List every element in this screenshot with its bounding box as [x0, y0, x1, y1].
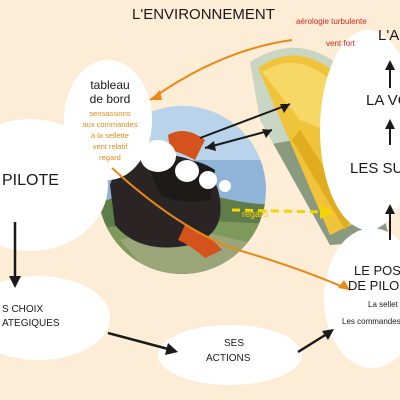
- dashboard-item: à la sellette: [91, 131, 129, 140]
- actions-line-1: SES: [224, 338, 245, 349]
- dashboard-block: tableau de bord sensassions aux commande…: [76, 78, 144, 163]
- position-line-2: DE PILO: [348, 278, 400, 293]
- dashboard-item: aux commandes: [82, 120, 138, 129]
- dashboard-item: sensassions: [89, 109, 131, 118]
- position-line-1: LE POS: [354, 263, 400, 278]
- dashboard-title-1: tableau: [90, 78, 130, 92]
- regard-label: regard: [242, 209, 269, 219]
- pilote-label: PILOTE: [2, 172, 59, 189]
- suspentes-label: LES SUS: [350, 160, 400, 177]
- commandes-label: Les commandes: [342, 317, 400, 326]
- note-vent-fort: vent fort: [326, 39, 355, 48]
- dashboard-item: vent relatif: [92, 142, 128, 151]
- voile-label: LA VO: [366, 92, 400, 109]
- environment-title: L'ENVIRONNEMENT: [132, 6, 275, 23]
- choix-line-1: S CHOIX: [2, 304, 44, 315]
- sellette-label: La sellet: [368, 300, 398, 309]
- note-aerologie: aérologie turbulente: [296, 17, 367, 26]
- dashboard-title-2: de bord: [89, 92, 131, 106]
- dashboard-item: regard: [99, 153, 121, 162]
- actions-line-2: ACTIONS: [206, 353, 251, 364]
- choix-line-2: ATEGIQUES: [2, 318, 60, 329]
- air-label: L'AI: [378, 27, 400, 44]
